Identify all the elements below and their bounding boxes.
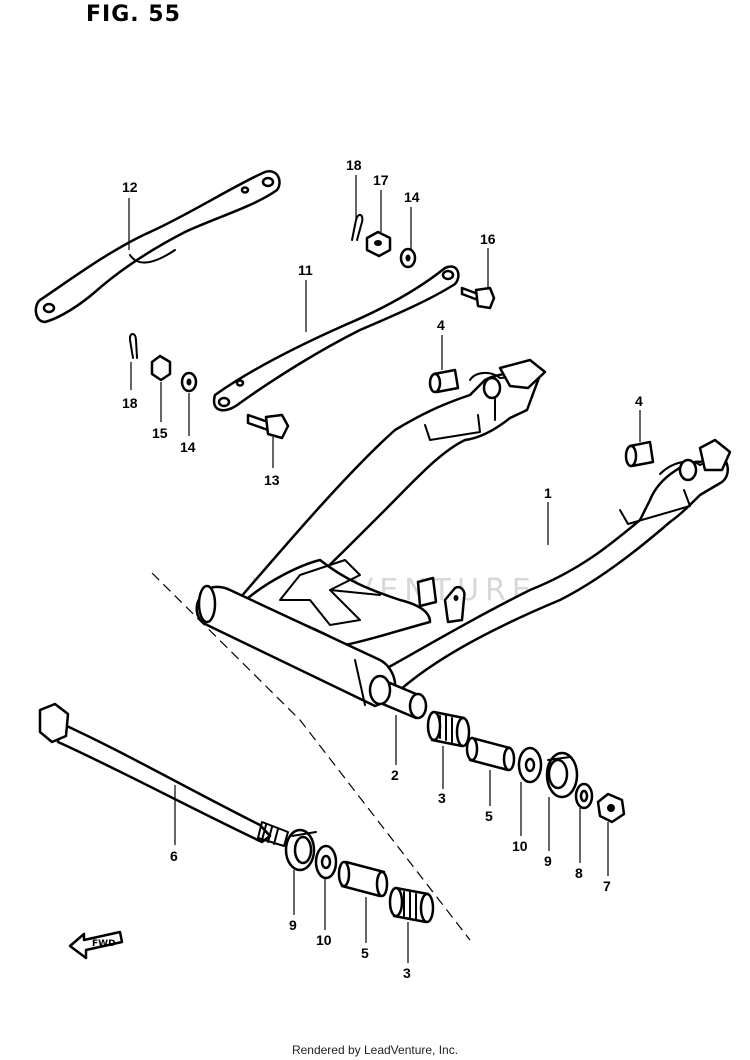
part-10-washer-lower[interactable] bbox=[314, 844, 338, 880]
callout-16: 16 bbox=[480, 231, 496, 247]
callout-5-upper: 5 bbox=[485, 808, 493, 824]
callout-8: 8 bbox=[575, 865, 583, 881]
callout-7: 7 bbox=[603, 878, 611, 894]
part-6-pivot-bolt[interactable] bbox=[38, 702, 289, 847]
callout-15: 15 bbox=[152, 425, 168, 441]
part-8-washer[interactable] bbox=[574, 782, 594, 810]
callout-18-upper: 18 bbox=[346, 157, 362, 173]
callout-14-upper: 14 bbox=[404, 189, 420, 205]
callout-4-left: 4 bbox=[437, 317, 445, 333]
callout-labels: 12 18 17 14 16 11 4 4 1 18 15 14 13 2 3 … bbox=[122, 157, 643, 981]
fwd-arrow-icon: FWD bbox=[68, 930, 124, 960]
part-14-washer-upper[interactable] bbox=[399, 247, 417, 269]
callout-17: 17 bbox=[373, 172, 389, 188]
part-10-washer-upper[interactable] bbox=[517, 746, 543, 784]
callout-18-lower: 18 bbox=[122, 395, 138, 411]
part-18-cotter-pin-upper[interactable] bbox=[351, 214, 364, 241]
part-4-bushing-left[interactable] bbox=[428, 368, 460, 394]
callout-11: 11 bbox=[298, 262, 313, 278]
part-17-nut[interactable] bbox=[365, 230, 392, 258]
part-9-seal-upper[interactable] bbox=[545, 751, 579, 799]
part-9-seal-lower[interactable] bbox=[284, 828, 317, 872]
callout-5-lower: 5 bbox=[361, 945, 369, 961]
callout-3-lower: 3 bbox=[403, 965, 411, 981]
part-14-washer-lower[interactable] bbox=[180, 371, 198, 393]
part-12-torque-arm[interactable] bbox=[34, 170, 281, 324]
callout-13: 13 bbox=[264, 472, 280, 488]
callout-1: 1 bbox=[544, 485, 552, 501]
part-3-bearing-lower[interactable] bbox=[388, 886, 435, 924]
callout-3-upper: 3 bbox=[438, 790, 446, 806]
part-4-bushing-right[interactable] bbox=[624, 440, 655, 468]
figure-title: FIG. 55 bbox=[86, 2, 181, 27]
part-16-bolt[interactable] bbox=[460, 286, 496, 310]
callout-10-lower: 10 bbox=[316, 932, 332, 948]
part-13-bolt[interactable] bbox=[246, 413, 290, 440]
part-5-spacer-upper[interactable] bbox=[465, 736, 516, 772]
callout-12: 12 bbox=[122, 179, 138, 195]
part-18-cotter-pin-lower[interactable] bbox=[128, 333, 138, 359]
callout-6: 6 bbox=[170, 848, 178, 864]
part-5-spacer-lower[interactable] bbox=[337, 860, 389, 898]
part-15-nut[interactable] bbox=[150, 354, 172, 382]
leader-lines bbox=[128, 175, 641, 963]
callout-14-lower: 14 bbox=[180, 439, 196, 455]
part-3-bearing-upper[interactable] bbox=[426, 710, 471, 748]
fwd-label: FWD bbox=[92, 939, 116, 949]
callout-9-lower: 9 bbox=[289, 917, 297, 933]
footer-credit: Rendered by LeadVenture, Inc. bbox=[291, 1043, 459, 1057]
part-7-nut[interactable] bbox=[596, 792, 626, 824]
part-1-swing-arm[interactable] bbox=[195, 358, 732, 720]
callout-4-right: 4 bbox=[635, 393, 643, 409]
part-11-torque-link[interactable] bbox=[212, 265, 460, 412]
callout-2: 2 bbox=[391, 767, 399, 783]
callout-9-upper: 9 bbox=[544, 853, 552, 869]
callout-10-upper: 10 bbox=[512, 838, 528, 854]
